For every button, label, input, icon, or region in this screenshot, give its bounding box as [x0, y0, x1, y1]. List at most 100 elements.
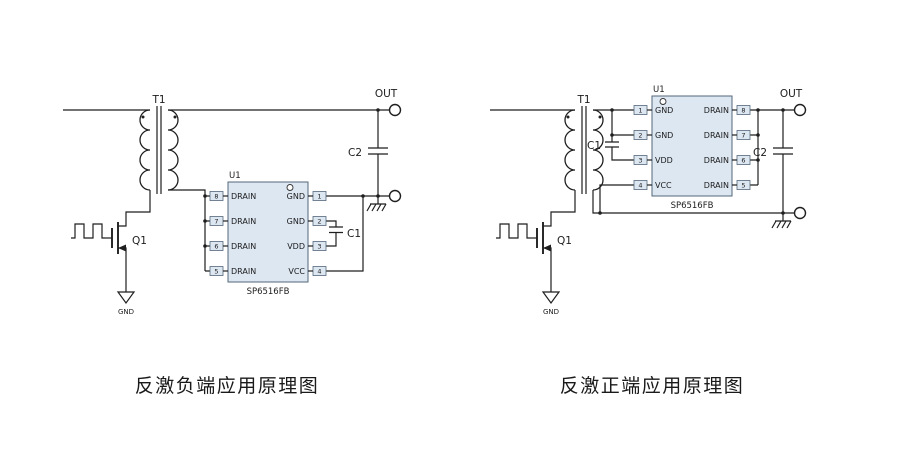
pin-name: GND: [287, 192, 305, 201]
pin-name: GND: [655, 131, 673, 140]
pin-name: VDD: [287, 242, 305, 251]
earth-ground-icon: [366, 196, 387, 212]
left-earth-symbol: [366, 196, 387, 212]
pin-number: 6: [214, 242, 218, 250]
primary-winding: [139, 109, 151, 191]
left-gnd-symbol: GND: [116, 291, 136, 316]
pin-number: 8: [214, 192, 218, 200]
ic-pin: 2 GND: [633, 130, 673, 140]
c2-label: C2: [753, 147, 767, 159]
pin-name: VCC: [655, 181, 672, 190]
secondary-phase-dot: [598, 115, 602, 119]
pin1-indicator-icon: [659, 98, 667, 105]
pin-name: DRAIN: [231, 267, 256, 276]
ic-pin: 7 DRAIN: [209, 216, 256, 226]
pin-name: VCC: [288, 267, 305, 276]
right-c1: C1: [587, 140, 619, 152]
junction-dot: [203, 194, 207, 198]
out-terminal-bottom-icon: [793, 206, 807, 220]
c1-plates: [605, 141, 619, 148]
transformer-core: [156, 106, 162, 194]
pin-name: DRAIN: [231, 192, 256, 201]
right-gnd-symbol: GND: [541, 291, 561, 316]
junction-dot: [756, 133, 760, 137]
mosfet-label: Q1: [557, 235, 572, 247]
ic-part-number: SP6516FB: [671, 201, 714, 211]
ic-pin: 3 VDD: [633, 155, 673, 165]
pin-number: 2: [638, 131, 642, 139]
left-output-terminals: OUT: [375, 88, 402, 203]
junction-dot: [361, 194, 365, 198]
square-wave-icon: [496, 223, 530, 239]
out-terminal-top-icon: [388, 103, 402, 117]
secondary-phase-dot: [173, 115, 177, 119]
wire-secondary-to-drain-bus: [168, 189, 206, 271]
pin-name: DRAIN: [704, 131, 729, 140]
wire-primary-to-drain: [543, 190, 576, 227]
pin-number: 4: [638, 181, 642, 189]
ic-pin: 5 DRAIN: [209, 266, 256, 276]
right-mosfet: Q1: [536, 222, 572, 254]
left-circuit: Q1 T1 GND C1 C2 U1 SP: [63, 88, 402, 397]
pin-number: 3: [317, 242, 321, 250]
transformer-label: T1: [576, 94, 590, 106]
wire-source-to-gnd: [118, 247, 127, 292]
junction-dot: [756, 108, 760, 112]
mosfet-label: Q1: [132, 235, 147, 247]
out-terminal-top-icon: [793, 103, 807, 117]
left-caption: 反激负端应用原理图: [135, 375, 320, 397]
wire-primary-to-drain: [118, 190, 151, 227]
primary-phase-dot: [566, 115, 570, 119]
left-wires: [63, 109, 390, 292]
pin-number: 7: [741, 131, 745, 139]
wire-source-to-gnd: [543, 247, 552, 292]
primary-winding: [564, 109, 576, 191]
left-c1: C1: [329, 226, 361, 240]
ic-ref: U1: [229, 171, 241, 181]
right-ic: U1 SP6516FB 1 GND 2 GND 3 VDD: [633, 85, 751, 211]
right-transformer: T1: [564, 94, 604, 194]
c1-label: C1: [587, 140, 601, 152]
ic-body: [227, 181, 309, 283]
wire-drain-bus-stubs: [205, 195, 210, 272]
junction-dot: [376, 194, 380, 198]
ic-pin: 4 VCC: [633, 180, 672, 190]
right-output-terminals: OUT: [780, 88, 807, 220]
left-transformer: T1: [139, 94, 179, 194]
ic-pin: 1 GND: [633, 105, 673, 115]
ic-pin: 5 DRAIN: [704, 180, 751, 190]
junction-dot: [756, 158, 760, 162]
right-caption: 反激正端应用原理图: [560, 375, 745, 397]
pin1-indicator-icon: [286, 184, 294, 191]
pin-name: GND: [287, 217, 305, 226]
junction-dot: [598, 211, 602, 215]
junction-dot: [781, 108, 785, 112]
pin-number: 1: [638, 106, 642, 114]
ic-pin: 8 DRAIN: [704, 105, 751, 115]
wire-vcc-drop: [599, 184, 634, 213]
right-circuit: Q1 T1 GND C1 C2 U1 SP: [490, 85, 807, 397]
pin-number: 4: [317, 267, 321, 275]
mosfet-arrow-icon: [543, 244, 551, 252]
junction-dot: [376, 108, 380, 112]
secondary-winding: [592, 109, 604, 191]
pin-number: 8: [741, 106, 745, 114]
out-terminal-bottom-icon: [388, 189, 402, 203]
junction-dot: [610, 108, 614, 112]
c2-plates: [773, 147, 793, 155]
left-pulse-source: [71, 223, 105, 239]
pin-name: VDD: [655, 156, 673, 165]
wire-gnd2-to-c1: [326, 220, 337, 227]
junction-dot: [610, 133, 614, 137]
ic-pin: 6 DRAIN: [209, 241, 256, 251]
left-junction-dots: [203, 108, 380, 248]
right-pulse-source: [496, 223, 530, 239]
wire-c1-to-vdd: [326, 232, 337, 247]
ic-body: [651, 95, 733, 197]
right-earth-symbol: [771, 213, 792, 229]
wire-vcc-riser: [326, 196, 364, 272]
pin-name: DRAIN: [231, 217, 256, 226]
gnd-label: GND: [118, 308, 134, 316]
pin-number: 5: [741, 181, 745, 189]
